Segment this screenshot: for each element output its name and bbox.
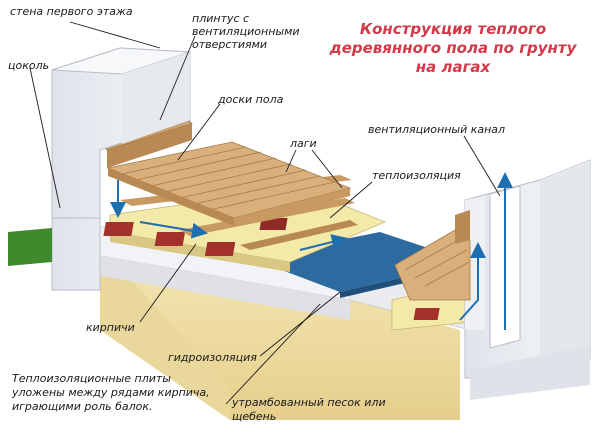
label-bricks: кирпичи (86, 321, 135, 334)
diagram-title: Конструкция теплого деревянного пола по … (329, 20, 577, 76)
label-baseboard: плинтус с вентиляционными отверстиями (192, 12, 300, 51)
label-waterproofing: гидроизоляция (168, 351, 257, 364)
label-insulation: теплоизоляция (372, 169, 461, 182)
airflow-arrows (110, 172, 513, 330)
label-joists: лаги (290, 137, 317, 150)
label-vent-channel: вентиляционный канал (368, 123, 506, 136)
grass (8, 228, 52, 266)
label-floorboards: доски пола (218, 93, 284, 106)
floorboards-right (394, 210, 471, 301)
right-wall (464, 159, 591, 400)
left-wall (51, 47, 191, 291)
label-wall: стена первого этажа (10, 5, 133, 18)
insulation-note: Теплоизоляционные плиты уложены между ря… (12, 372, 210, 413)
brick-rows (103, 218, 440, 320)
label-sand: утрамбованный песок или щебень (232, 396, 386, 423)
floorboards (106, 141, 352, 226)
leader-lines (29, 21, 501, 405)
label-plinth: цоколь (8, 59, 50, 72)
